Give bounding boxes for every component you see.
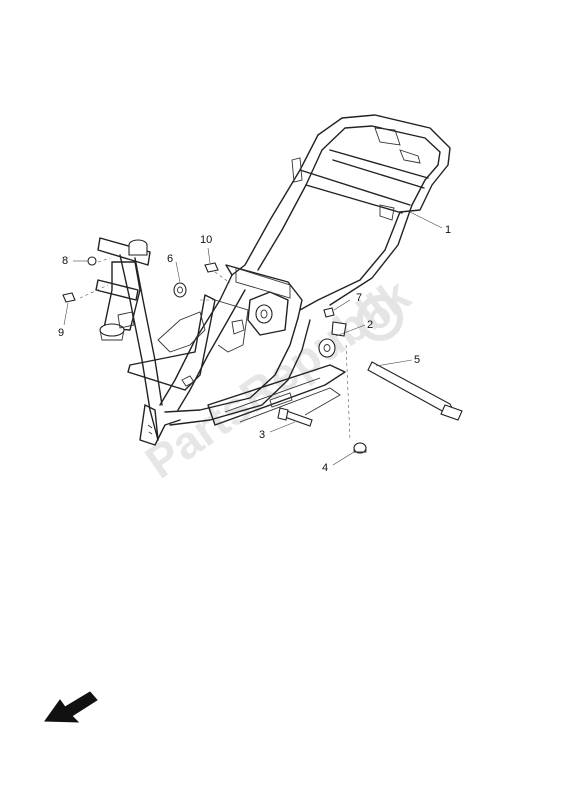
part-nut-7 — [323, 307, 335, 318]
callout-6: 6 — [167, 253, 173, 265]
part-bolt-5 — [367, 361, 463, 421]
callout-9: 9 — [58, 327, 64, 339]
callout-1: 1 — [445, 224, 451, 236]
callout-8: 8 — [62, 255, 68, 267]
front-arrow-icon — [44, 691, 98, 723]
main-frame — [119, 114, 451, 446]
watermark-gear-icon — [357, 295, 403, 341]
callout-10: 10 — [200, 234, 212, 246]
callout-3: 3 — [259, 429, 265, 441]
part-collar-6 — [173, 282, 187, 298]
part-nut-10 — [204, 262, 219, 273]
callout-7: 7 — [356, 292, 362, 304]
leader-lines — [63, 211, 443, 466]
part-bushing-2 — [318, 321, 347, 358]
steering-head — [95, 237, 151, 341]
part-nut-4 — [353, 442, 367, 454]
part-bolt-3 — [277, 407, 313, 427]
part-washer-8 — [87, 256, 97, 266]
callout-5: 5 — [414, 354, 420, 366]
callout-labels: 1 2 3 4 5 6 7 8 9 10 — [58, 224, 451, 474]
callout-2: 2 — [367, 319, 373, 331]
callout-4: 4 — [322, 462, 328, 474]
part-clip-9 — [62, 292, 76, 303]
